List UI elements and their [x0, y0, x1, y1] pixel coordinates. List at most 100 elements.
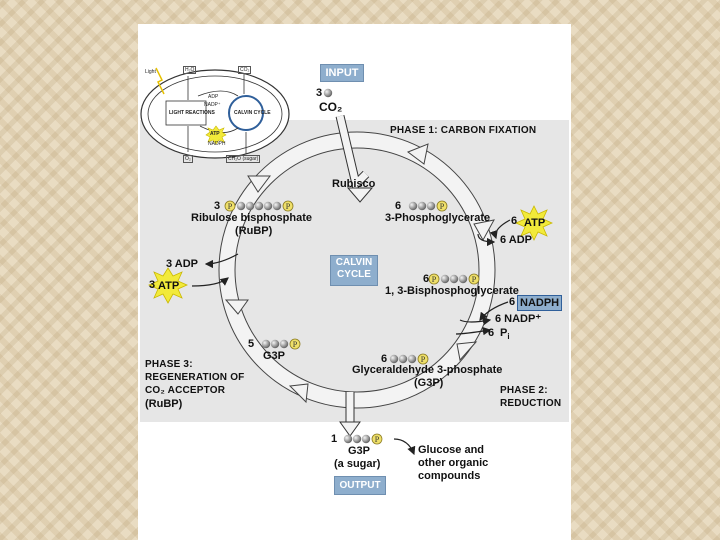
- g3p-six-chain-carbon: [398, 354, 408, 364]
- rubisco-label: Rubisco: [332, 178, 376, 190]
- calvin-cycle-center-text: CALVIN CYCLE: [335, 257, 373, 280]
- inset-atp-label: ATP: [210, 131, 220, 137]
- rubp-name: Ribulose bisphosphate: [191, 212, 313, 224]
- rubp-count: 3: [214, 200, 221, 212]
- output-g3p-name: G3P: [348, 445, 371, 457]
- bpg-chain-phosphate-start: [428, 273, 440, 285]
- rubp-chain-phosphate-start: [224, 200, 236, 212]
- pga-name: 3-Phosphoglycerate: [385, 212, 491, 224]
- output-chain-phosphate-end-letter: P: [375, 435, 380, 444]
- g3p-regen-name: G3P: [263, 350, 286, 362]
- bpg-chain-phosphate-end-letter: P: [472, 275, 477, 284]
- pi-output-arrow: [455, 326, 492, 336]
- g3p-six-abbr: (G3P): [414, 377, 444, 389]
- bpg-chain-carbon: [458, 274, 468, 284]
- pga-chain-carbon: [426, 201, 436, 211]
- output-chain-carbon: [343, 434, 353, 444]
- rubp-chain-carbon: [245, 201, 255, 211]
- phase2-line2: REDUCTION: [500, 398, 562, 409]
- inset-nadp-label: NADP⁺: [204, 102, 221, 108]
- output-chain-carbon: [352, 434, 362, 444]
- bpg-chain-phosphate-end: [468, 273, 480, 285]
- rubp-chain-phosphate-end-letter: P: [286, 202, 291, 211]
- phase3-line4: (RuBP): [145, 398, 183, 410]
- g3p-six-count: 6: [381, 353, 388, 365]
- atp-phase3-label: ATP: [158, 280, 180, 292]
- cycle-ring: [218, 131, 496, 409]
- g3p-regen-chain-carbon: [261, 339, 271, 349]
- rubp-chain-phosphate-start-letter: P: [228, 202, 233, 211]
- rubp-chain-phosphate-end: [282, 200, 294, 212]
- output-chain-carbon: [361, 434, 371, 444]
- output-chain-phosphate-end: [371, 433, 383, 445]
- atp-phase2-label: ATP: [524, 217, 546, 229]
- phase2-line1: PHASE 2:: [500, 385, 548, 396]
- nadp-label: 6 NADP⁺: [495, 313, 542, 325]
- calvin-cycle-center-box: CALVIN CYCLE: [330, 255, 378, 286]
- inset-nadph-label: NADPH: [208, 141, 226, 147]
- input-co2-label: CO₂: [319, 100, 343, 114]
- atp-phase3-count: 3: [149, 279, 156, 291]
- phase3-line3: CO₂ ACCEPTOR: [145, 385, 226, 396]
- pga-chain-phosphate-end: [436, 200, 448, 212]
- atp-phase2-count: 6: [511, 215, 518, 227]
- g3p-six-chain-carbon: [389, 354, 399, 364]
- chloroplast-inset: [140, 67, 290, 159]
- pi-letter: P: [500, 327, 508, 339]
- inset-sugar-label: CH₂O (sugar): [226, 155, 261, 163]
- adp-phase3-label: 3 ADP: [166, 258, 198, 270]
- g3p-six-chain-carbon: [407, 354, 417, 364]
- rubp-chain-carbon: [254, 201, 264, 211]
- pga-chain-carbon: [408, 201, 418, 211]
- g3p-regen-chain-phosphate-end: [289, 338, 301, 350]
- inset-h2o-label: H₂O: [183, 66, 197, 74]
- nadph-label: NADPH: [517, 295, 563, 311]
- atp-burst-phase3: [148, 267, 188, 304]
- rubp-chain-carbon: [272, 201, 282, 211]
- g3p-regen-chain-phosphate-end-letter: P: [293, 340, 298, 349]
- pga-count: 6: [395, 200, 402, 212]
- pi-label: Pi: [500, 328, 510, 341]
- g3p-output-arrow: [339, 421, 361, 437]
- input-count: 3: [316, 87, 323, 99]
- bpg-chain-carbon: [449, 274, 459, 284]
- co2-input-arrow: [346, 187, 374, 203]
- products-line3: compounds: [418, 470, 481, 482]
- nadp-output-arrow: [459, 317, 492, 326]
- input-box: INPUT: [320, 64, 364, 82]
- inset-adp-label: ADP: [208, 94, 219, 100]
- rubp-abbr: (RuBP): [235, 225, 273, 237]
- g3p-regen-chain-carbon: [279, 339, 289, 349]
- phase3-line2: REGENERATION OF: [145, 372, 245, 383]
- calvin-cycle-diagram: P P P P P P P P: [140, 67, 569, 456]
- inset-o2-label: O₂: [183, 155, 193, 163]
- pga-chain-carbon: [417, 201, 427, 211]
- atp-burst-phase2: [515, 205, 553, 241]
- rubp-chain-carbon: [263, 201, 273, 211]
- bpg-chain-carbon: [440, 274, 450, 284]
- atp-phase3-arrow: [191, 277, 229, 287]
- rubp-chain-carbon: [236, 201, 246, 211]
- pi-count: 6: [488, 327, 495, 339]
- g3p-six-chain-phosphate-end: [417, 353, 429, 365]
- input-co2-chain-carbon: [323, 88, 333, 98]
- products-arrow: [393, 438, 416, 456]
- pga-chain-phosphate-end-letter: P: [440, 202, 445, 211]
- g3p-six-name: Glyceraldehyde 3-phosphate: [352, 364, 503, 376]
- bpg-count: 6: [423, 273, 430, 285]
- inset-light-label: Light: [145, 69, 156, 75]
- inset-calvin-cycle-label: CALVIN CYCLE: [234, 110, 271, 116]
- pi-subscript: i: [507, 332, 510, 342]
- g3p-regen-count: 5: [248, 338, 255, 350]
- adp-output-arrow: [477, 233, 496, 247]
- g3p-six-chain-phosphate-end-letter: P: [421, 355, 426, 364]
- phase1-label: PHASE 1: CARBON FIXATION: [390, 125, 537, 136]
- g3p-regen-chain-carbon: [270, 339, 280, 349]
- inset-co2-label: CO₂: [238, 66, 252, 74]
- output-count: 1: [331, 433, 338, 445]
- adp-phase3-arrow: [204, 253, 239, 269]
- output-box: OUTPUT: [334, 476, 386, 495]
- products-line2: other organic: [418, 457, 489, 469]
